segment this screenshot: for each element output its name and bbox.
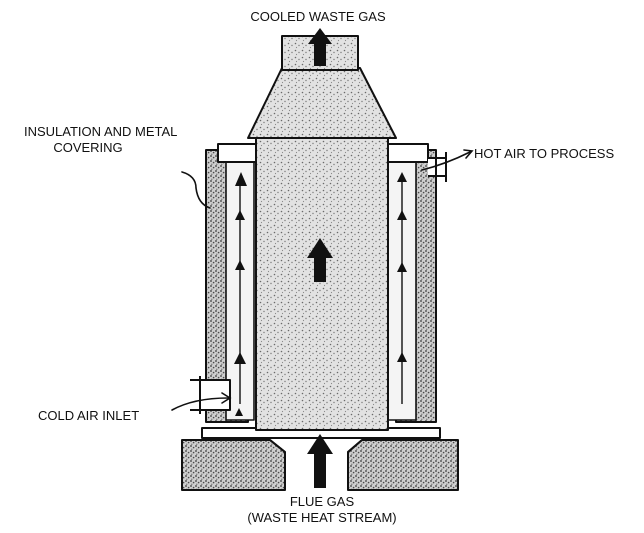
label-cooled-waste-gas: COOLED WASTE GAS — [250, 9, 386, 24]
central-gas-tube — [255, 137, 389, 431]
annulus-arrow-left-5 — [235, 172, 247, 186]
cold-air-flow-arrow — [171, 397, 229, 411]
label-insulation-line2: COVERING — [53, 140, 122, 155]
central-flow-arrow — [307, 238, 333, 282]
label-cold-air: COLD AIR INLET — [38, 408, 139, 423]
base-foundation-left — [181, 439, 286, 491]
top-header-left — [217, 143, 257, 163]
label-flue-gas-line2: (WASTE HEAT STREAM) — [247, 510, 396, 525]
label-flue-gas-line1: FLUE GAS — [290, 494, 355, 509]
label-insulation-line1: INSULATION AND METAL — [24, 124, 177, 139]
base-foundation-right — [347, 439, 459, 491]
hot-air-flow-arrow — [421, 151, 471, 171]
insulation-leader — [181, 171, 211, 209]
top-header-right — [385, 143, 429, 163]
annulus-arrow-left-1 — [235, 408, 243, 416]
label-hot-air: HOT AIR TO PROCESS — [474, 146, 614, 161]
annulus-arrow-right-4 — [397, 172, 407, 182]
exhaust-arrow — [308, 28, 332, 66]
flue-gas-arrow — [307, 434, 333, 488]
conical-hood — [247, 67, 397, 139]
flue-inlet-duct — [269, 439, 363, 490]
